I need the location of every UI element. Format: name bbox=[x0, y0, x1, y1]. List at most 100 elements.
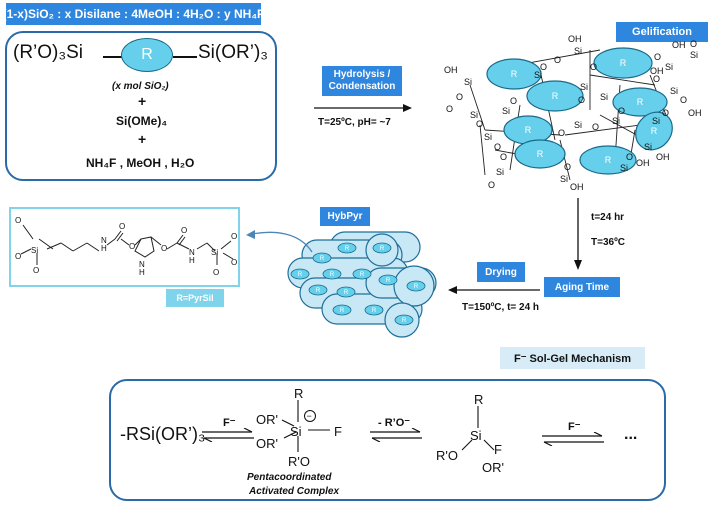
svg-text:F: F bbox=[494, 442, 502, 457]
svg-text:O: O bbox=[540, 62, 547, 72]
svg-text:R: R bbox=[372, 308, 377, 314]
mol-amount: (x mol SiO₂) bbox=[112, 81, 169, 92]
aging-arrow bbox=[574, 198, 582, 270]
fluorosilane-product: R Si R'O F OR' bbox=[436, 394, 504, 474]
svg-text:O: O bbox=[231, 258, 237, 267]
svg-text:O: O bbox=[558, 128, 565, 138]
svg-text:OR': OR' bbox=[256, 436, 278, 451]
hydrolysis-label: Hydrolysis / bbox=[333, 69, 391, 80]
svg-text:OR': OR' bbox=[482, 460, 504, 474]
additives: NH₄F , MeOH , H₂O bbox=[86, 156, 195, 170]
aging-banner: Aging Time bbox=[544, 277, 620, 297]
hybpyr-particle: R R R R R R R R R R R R R bbox=[287, 231, 437, 338]
svg-text:Si: Si bbox=[470, 428, 482, 443]
svg-text:Si: Si bbox=[665, 62, 673, 72]
svg-text:Si: Si bbox=[560, 174, 568, 184]
pentacoordinated-complex: R OR' Si F OR' R'O − bbox=[256, 388, 342, 469]
svg-text:Si: Si bbox=[464, 77, 472, 87]
svg-text:O: O bbox=[15, 252, 21, 261]
svg-text:O: O bbox=[181, 226, 187, 235]
svg-text:Si: Si bbox=[211, 248, 218, 257]
equilibrium-arrow-2 bbox=[370, 428, 422, 442]
formula-banner: (1-x)SiO₂ : x Disilane : 4MeOH : 4H₂O : … bbox=[3, 3, 264, 25]
svg-text:R: R bbox=[637, 97, 644, 107]
svg-text:R: R bbox=[474, 394, 483, 407]
svg-text:R: R bbox=[511, 69, 518, 79]
network-ellipse-6 bbox=[635, 111, 673, 151]
svg-text:Si: Si bbox=[574, 120, 582, 130]
svg-text:Si: Si bbox=[644, 142, 652, 152]
pyrsil-box bbox=[9, 207, 240, 287]
left-bond-line bbox=[103, 56, 123, 58]
svg-text:N: N bbox=[101, 236, 107, 245]
svg-text:R: R bbox=[414, 284, 419, 290]
svg-text:Si: Si bbox=[574, 46, 582, 56]
network-ellipse-3 bbox=[526, 80, 584, 112]
svg-text:H: H bbox=[139, 268, 145, 277]
svg-text:O: O bbox=[662, 108, 669, 118]
svg-text:R: R bbox=[294, 388, 303, 401]
aging-label: Aging Time bbox=[554, 281, 610, 293]
svg-text:Si: Si bbox=[502, 106, 510, 116]
network-ellipse-4 bbox=[612, 87, 668, 117]
svg-text:R: R bbox=[620, 58, 627, 68]
svg-text:R: R bbox=[340, 308, 345, 314]
svg-text:H: H bbox=[189, 256, 195, 265]
svg-text:R: R bbox=[525, 125, 532, 135]
svg-text:O: O bbox=[494, 142, 501, 152]
aging-temp-value: T=36ºC bbox=[591, 237, 625, 248]
network-ellipse-8 bbox=[579, 145, 637, 175]
right-silyl-group: Si(OR’)₃ bbox=[198, 42, 269, 63]
mech-ellipsis: ... bbox=[624, 426, 638, 443]
condensation-label: Condensation bbox=[328, 81, 396, 92]
svg-text:R: R bbox=[386, 278, 391, 284]
svg-text:O: O bbox=[129, 242, 135, 251]
svg-text:O: O bbox=[564, 162, 571, 172]
gelification-label: Gelification bbox=[632, 26, 692, 38]
svg-text:O: O bbox=[231, 232, 237, 241]
svg-text:Si: Si bbox=[670, 86, 678, 96]
svg-text:R: R bbox=[380, 246, 385, 252]
drying-conditions: T=150ºC, t= 24 h bbox=[462, 302, 540, 313]
pyrsil-structure: O Si O O H N O O N H O O N H Si O O O bbox=[15, 216, 237, 277]
svg-text:Si: Si bbox=[484, 132, 492, 142]
mech-f-reagent-1: F⁻ bbox=[223, 417, 236, 429]
svg-text:N: N bbox=[139, 260, 145, 269]
pyrsil-caption: R=PyrSil bbox=[176, 293, 214, 303]
mechanism-title-box: F⁻ Sol-Gel Mechanism bbox=[500, 347, 645, 369]
svg-text:Si: Si bbox=[534, 70, 542, 80]
svg-text:Si: Si bbox=[290, 424, 302, 439]
pyrsil-caption-box: R=PyrSil bbox=[166, 289, 224, 307]
plus-sign-2: + bbox=[138, 131, 147, 147]
svg-text:O: O bbox=[654, 52, 661, 62]
plus-sign-1: + bbox=[138, 93, 147, 109]
svg-text:R: R bbox=[605, 155, 612, 165]
svg-text:Si: Si bbox=[612, 116, 620, 126]
svg-text:O: O bbox=[119, 222, 125, 231]
svg-text:O: O bbox=[626, 152, 633, 162]
r-core-label: R bbox=[141, 46, 153, 63]
right-bond-line bbox=[173, 56, 197, 58]
svg-text:O: O bbox=[456, 92, 463, 102]
svg-text:R: R bbox=[344, 290, 349, 296]
svg-text:OH: OH bbox=[672, 40, 686, 50]
formula-banner-text: (1-x)SiO₂ : x Disilane : 4MeOH : 4H₂O : … bbox=[2, 7, 265, 21]
mech-reactant: -RSi(OR’)₃ bbox=[120, 424, 206, 444]
equilibrium-arrow-3 bbox=[542, 432, 604, 446]
svg-text:OH: OH bbox=[568, 34, 582, 44]
svg-text:Si: Si bbox=[470, 110, 478, 120]
svg-text:O: O bbox=[476, 119, 483, 129]
svg-text:R: R bbox=[345, 246, 350, 252]
svg-text:OR': OR' bbox=[256, 412, 278, 427]
complex-caption-2: Activated Complex bbox=[249, 486, 340, 497]
svg-text:R: R bbox=[330, 272, 335, 278]
svg-text:O: O bbox=[578, 95, 585, 105]
svg-text:O: O bbox=[15, 216, 21, 225]
network-ellipse-7 bbox=[514, 139, 566, 169]
svg-text:OH: OH bbox=[688, 108, 702, 118]
svg-text:O: O bbox=[33, 266, 39, 275]
svg-text:Si: Si bbox=[496, 167, 504, 177]
svg-text:R: R bbox=[360, 272, 365, 278]
svg-text:O: O bbox=[618, 106, 625, 116]
network-ellipse-1 bbox=[486, 58, 542, 90]
